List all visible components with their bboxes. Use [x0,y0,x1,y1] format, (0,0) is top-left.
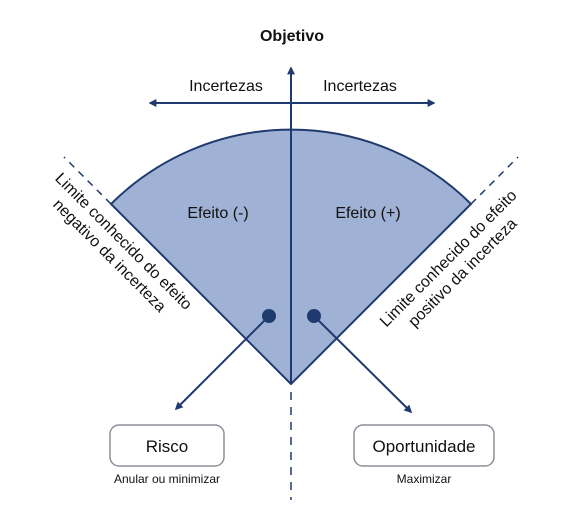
positive-effect-label: Efeito (+) [335,205,400,222]
risk-label: Risco [146,437,189,456]
negative-effect-label: Efeito (-) [187,205,248,222]
opportunity-caption: Maximizar [397,472,452,486]
risk-caption: Anular ou minimizar [114,472,220,486]
diagram-title: Objetivo [260,28,324,45]
positive-limit-dashed-line [470,156,519,205]
opportunity-box [353,424,495,467]
risk-arrow [174,315,270,411]
risk-box [109,424,225,467]
uncertainty-label-right: Incertezas [323,78,397,95]
opportunity-label: Oportunidade [372,437,475,456]
opportunity-arrow [313,315,413,414]
uncertainty-label-left: Incertezas [189,78,263,95]
negative-limit-dashed-line [63,156,112,205]
